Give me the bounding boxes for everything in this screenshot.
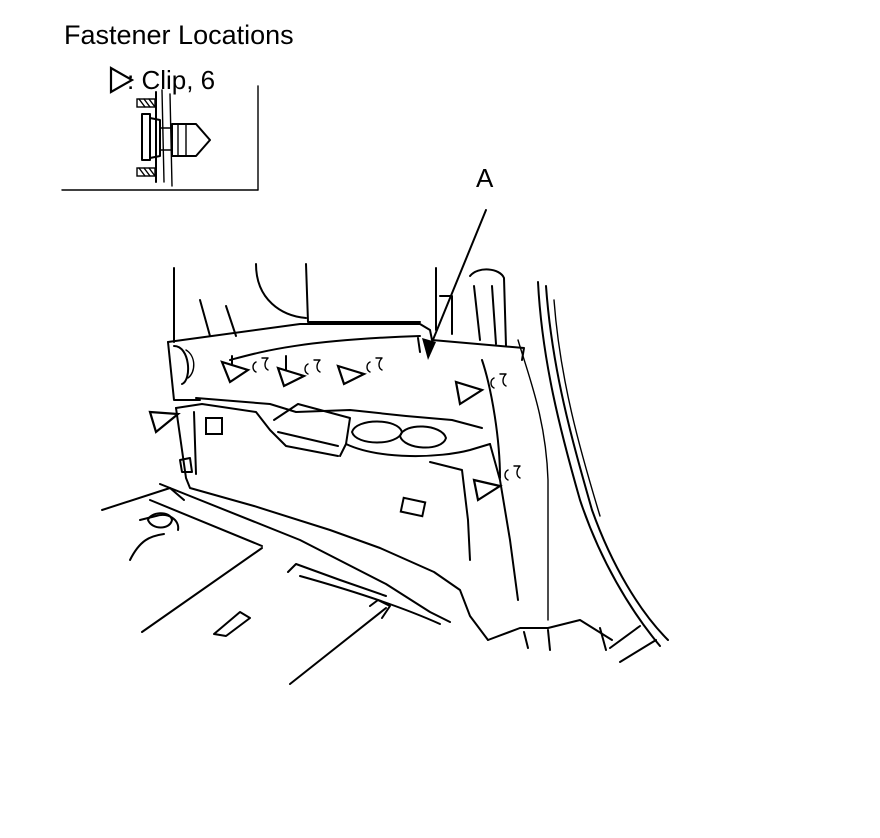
lower-trim-panel: [175, 403, 613, 651]
legend-label: : Clip, 6: [127, 65, 216, 95]
cargo-floor: [101, 483, 657, 685]
clip-markers: [148, 357, 521, 502]
clip-detail-icon: [136, 89, 211, 187]
clip-marker-2: [276, 359, 321, 388]
clip-marker-1: [220, 357, 269, 384]
cup-holder-right: [399, 425, 447, 449]
legend-inset: [61, 66, 259, 191]
diagram-title: Fastener Locations: [64, 20, 294, 50]
clip-marker-4: [454, 373, 507, 406]
legend-triangle-icon: [109, 66, 135, 94]
clip-marker-5: [148, 410, 181, 434]
cup-holder-left: [351, 420, 403, 444]
callout-a-leader: [422, 209, 487, 360]
clip-marker-6: [472, 465, 521, 502]
body-frame: [173, 263, 669, 647]
callout-label-a: A: [476, 163, 494, 193]
clip-marker-3: [336, 357, 383, 386]
upper-trim-panel: [167, 323, 525, 479]
